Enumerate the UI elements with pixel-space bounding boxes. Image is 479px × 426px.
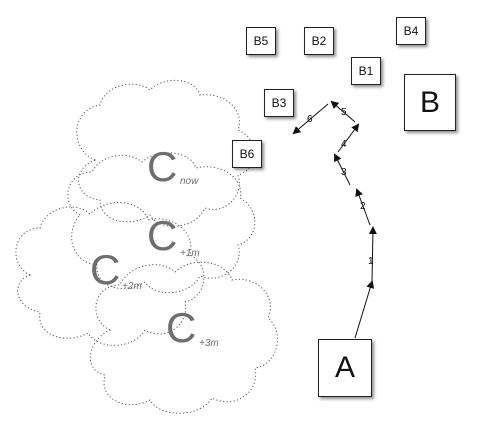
box-a: A — [318, 339, 372, 397]
box-b1: B1 — [351, 57, 381, 85]
step-2: 2 — [360, 201, 366, 212]
box-b2: B2 — [304, 27, 334, 55]
box-b6: B6 — [232, 140, 262, 168]
step-3: 3 — [341, 167, 347, 178]
cloud-plus3-letter: C — [166, 304, 197, 351]
cloud-plus2-letter: C — [90, 246, 121, 293]
step-5: 5 — [341, 107, 347, 118]
cloud-now-letter: C — [147, 143, 178, 190]
cloud-plus1-letter: C — [147, 212, 178, 259]
path-segment-1 — [354, 280, 375, 339]
step-6: 6 — [307, 114, 313, 125]
cloud-plus2-sub: +2m — [122, 281, 142, 292]
cloud-plus1-sub: +1m — [180, 248, 200, 259]
step-1: 1 — [368, 256, 374, 267]
box-b3: B3 — [264, 89, 294, 117]
box-b: B — [404, 74, 456, 131]
box-b4: B4 — [396, 17, 426, 45]
cloud-plus3-sub: +3m — [199, 338, 219, 349]
box-b5: B5 — [246, 27, 276, 55]
cloud-now-sub: now — [180, 176, 199, 187]
path-segment-2 — [368, 226, 377, 283]
step-4: 4 — [341, 139, 347, 150]
